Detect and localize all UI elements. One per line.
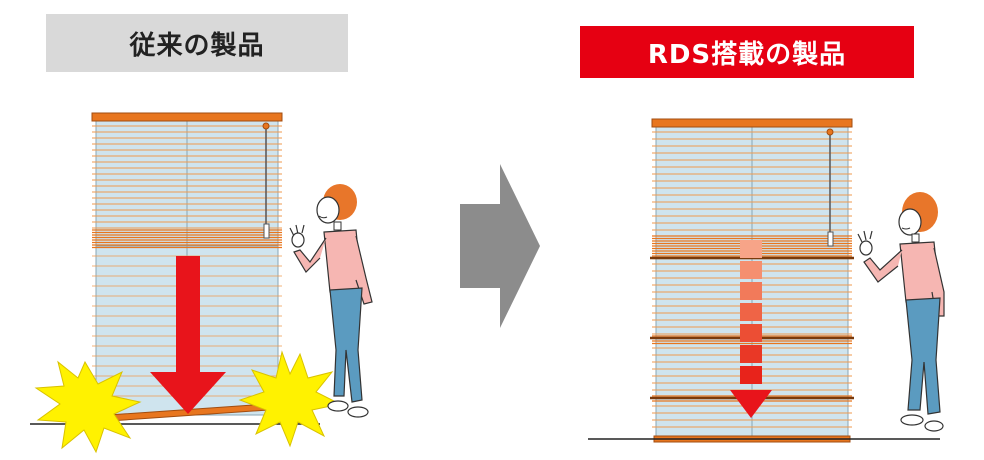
rds-product-label: RDS搭載の製品 bbox=[647, 39, 847, 70]
conventional-product-label: 従来の製品 bbox=[129, 30, 265, 61]
woman-figure-icon bbox=[857, 192, 945, 432]
arrow-head bbox=[730, 390, 772, 418]
arrow-segment bbox=[740, 366, 762, 384]
impact-burst-icon bbox=[34, 360, 142, 454]
arrow-segment bbox=[740, 282, 762, 300]
rds-label-bg bbox=[580, 26, 914, 78]
arrow-segment bbox=[740, 324, 762, 342]
arrow-segment bbox=[740, 240, 762, 258]
woman-figure-icon bbox=[289, 184, 373, 418]
down-arrow-icon bbox=[150, 256, 226, 414]
conventional-label-bg bbox=[46, 14, 348, 72]
arrow-segment bbox=[740, 345, 762, 363]
arrow-segment bbox=[740, 303, 762, 321]
right-arrow-icon bbox=[460, 164, 540, 328]
segmented-down-arrow-icon bbox=[730, 240, 772, 418]
impact-burst-icon bbox=[238, 350, 342, 448]
arrow-segment bbox=[740, 261, 762, 279]
